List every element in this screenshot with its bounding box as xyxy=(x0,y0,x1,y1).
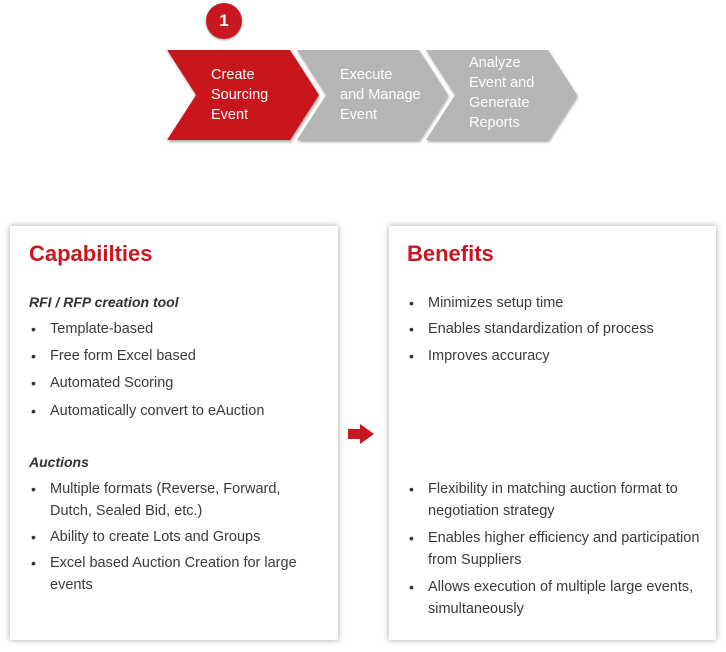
list-item: Automated Scoring xyxy=(29,372,329,394)
step-3-line-4: Reports xyxy=(469,115,520,131)
step-1-label: Create Sourcing Event xyxy=(211,65,268,125)
list-item: Allows execution of multiple large event… xyxy=(407,576,707,620)
list-item: Free form Excel based xyxy=(29,345,329,367)
chevron-step-1[interactable] xyxy=(167,50,319,140)
step-2-label: Execute and Manage Event xyxy=(340,65,421,125)
list-item: Enables standardization of process xyxy=(407,318,707,340)
step-1-line-2: Sourcing xyxy=(211,87,269,103)
step-3-line-3: Generate xyxy=(469,95,530,111)
list-item: Minimizes setup time xyxy=(407,292,707,314)
rfi-capabilities-list: Template-based Free form Excel based Aut… xyxy=(29,318,329,422)
chevron-step-3[interactable] xyxy=(426,50,577,140)
step-1-line-1: Create xyxy=(211,67,255,83)
list-item: Template-based xyxy=(29,318,329,340)
auction-capabilities-list: Multiple formats (Reverse, Forward, Dutc… xyxy=(29,478,314,596)
step-1-line-3: Event xyxy=(211,107,249,123)
capabilities-panel: Capabiilties RFI / RFP creation tool Tem… xyxy=(10,226,338,640)
benefits-list-setup: Minimizes setup time Enables standardiza… xyxy=(407,292,707,367)
rfi-section-heading: RFI / RFP creation tool xyxy=(29,294,179,310)
benefits-panel: Benefits Minimizes setup time Enables st… xyxy=(389,226,716,640)
process-chevrons xyxy=(167,50,577,140)
step-badge: 1 xyxy=(206,3,242,39)
step-3-line-2: Event and xyxy=(469,75,535,91)
step-3-line-1: Analyze xyxy=(469,55,521,71)
benefits-title: Benefits xyxy=(407,241,494,266)
step-3-label: Analyze Event and Generate Reports xyxy=(469,53,534,133)
step-2-line-2: and Manage xyxy=(340,87,421,103)
capabilities-title: Capabiilties xyxy=(29,241,153,266)
step-2-line-1: Execute xyxy=(340,67,393,83)
list-item: Improves accuracy xyxy=(407,345,707,367)
step-2-line-3: Event xyxy=(340,107,378,123)
list-item: Enables higher efficiency and participat… xyxy=(407,527,707,571)
list-item: Excel based Auction Creation for large e… xyxy=(29,552,314,596)
auctions-section-heading: Auctions xyxy=(29,454,89,470)
list-item: Multiple formats (Reverse, Forward, Dutc… xyxy=(29,478,314,522)
benefits-list-auction: Flexibility in matching auction format t… xyxy=(407,478,707,620)
chevron-step-2[interactable] xyxy=(297,50,448,140)
list-item: Ability to create Lots and Groups xyxy=(29,526,314,548)
list-item: Automatically convert to eAuction xyxy=(29,400,329,422)
arrow-right-icon xyxy=(348,424,374,444)
list-item: Flexibility in matching auction format t… xyxy=(407,478,707,522)
